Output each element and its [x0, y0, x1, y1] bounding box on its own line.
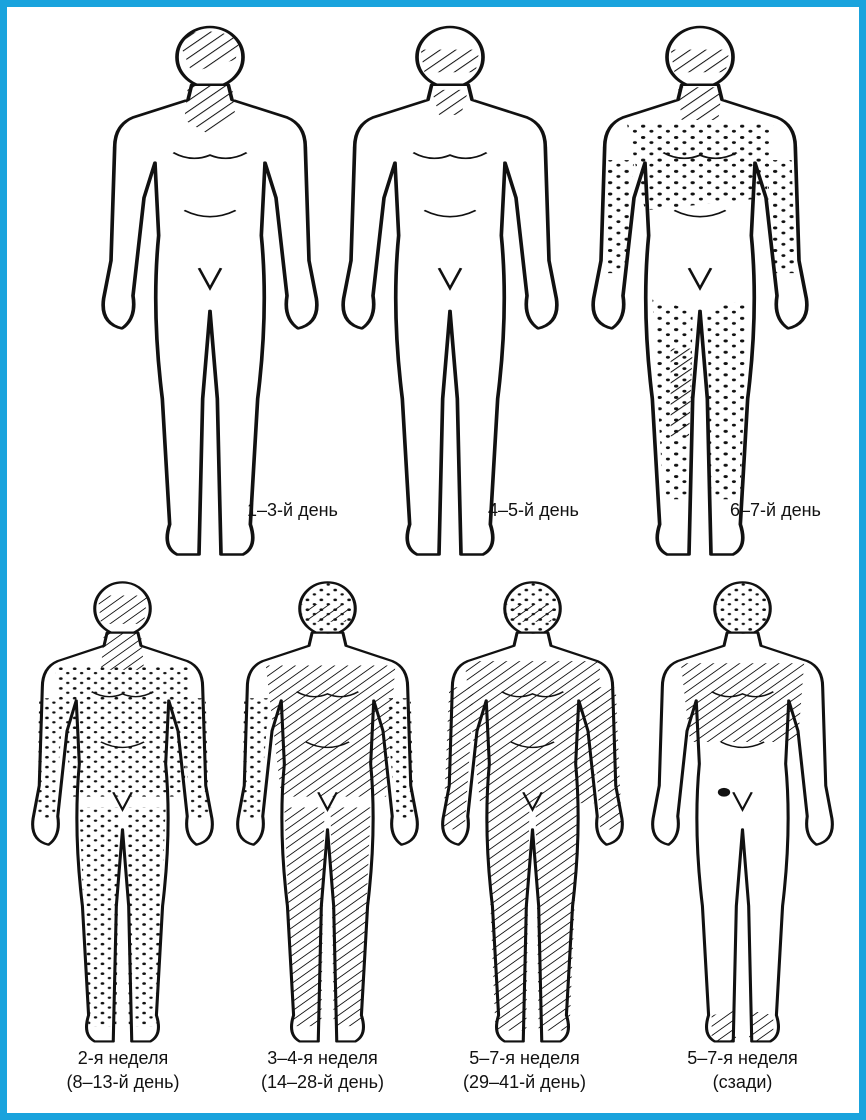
stage-5-caption: 3–4-я неделя (14–28-й день)	[235, 1046, 410, 1094]
stage-6-days: (29–41-й день)	[437, 1070, 612, 1094]
stage-5-days: (14–28-й день)	[235, 1070, 410, 1094]
stage-5-label: 3–4-я неделя	[235, 1046, 410, 1070]
stage-4-label: 2-я неделя	[38, 1046, 208, 1070]
stage-6-label: 5–7-я неделя	[437, 1046, 612, 1070]
stage-1-label: 1–3-й день	[247, 500, 338, 520]
stage-6-caption: 5–7-я неделя (29–41-й день)	[437, 1046, 612, 1094]
stage-1-caption: 1–3-й день	[247, 498, 338, 522]
stage-7-label: 5–7-я неделя	[655, 1046, 830, 1070]
body-figure-stage-2	[340, 22, 560, 562]
body-figure-stage-5	[235, 578, 420, 1048]
stage-3-label: 6–7-й день	[730, 500, 821, 520]
stage-7-days: (сзади)	[655, 1070, 830, 1094]
stage-4-caption: 2-я неделя (8–13-й день)	[38, 1046, 208, 1094]
stage-2-caption: 4–5-й день	[488, 498, 579, 522]
stage-7-caption: 5–7-я неделя (сзади)	[655, 1046, 830, 1094]
body-figure-stage-1	[100, 22, 320, 562]
body-figure-stage-6	[440, 578, 625, 1048]
stage-3-caption: 6–7-й день	[730, 498, 821, 522]
body-figure-stage-4	[30, 578, 215, 1048]
body-figure-stage-3	[590, 22, 810, 562]
stage-4-days: (8–13-й день)	[38, 1070, 208, 1094]
stage-2-label: 4–5-й день	[488, 500, 579, 520]
body-figure-stage-7-back	[650, 578, 835, 1048]
